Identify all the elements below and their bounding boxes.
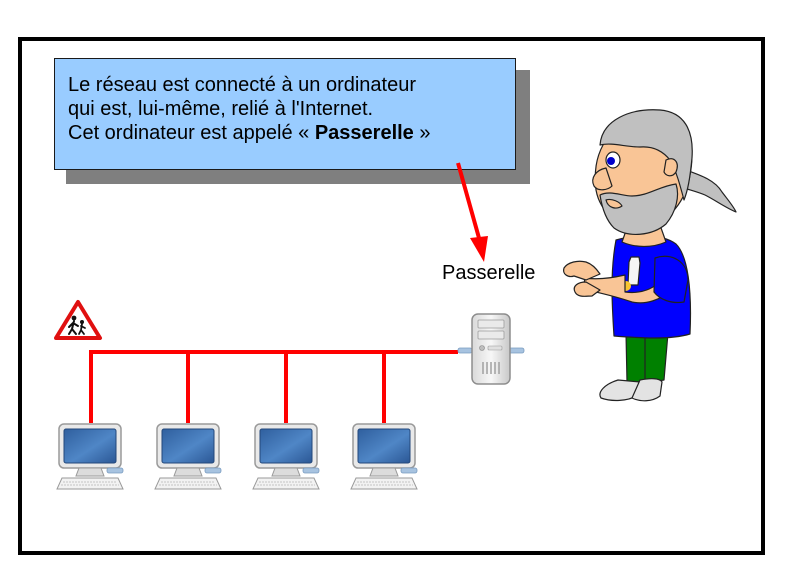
workstation-2-desktop-computer-icon — [154, 423, 222, 490]
callout-box: Le réseau est connecté à un ordinateur q… — [54, 58, 516, 170]
workstation-1-desktop-computer-icon — [56, 423, 124, 490]
workstation-3-desktop-computer-icon — [252, 423, 320, 490]
callout-line-3: Cet ordinateur est appelé « Passerelle » — [68, 121, 503, 145]
gateway-label: Passerelle — [442, 262, 536, 284]
callout-line-2: qui est, lui-même, relié à l'Internet. — [68, 98, 374, 120]
server-tower-icon — [457, 313, 525, 385]
workstation-4-desktop-computer-icon — [350, 423, 418, 490]
callout-line-3-suffix: » — [413, 122, 431, 144]
callout-line-1: Le réseau est connecté à un ordinateur — [68, 74, 417, 96]
bearded-man-cartoon-icon — [563, 109, 737, 402]
network-bus-cable — [89, 350, 458, 423]
arrow-down-icon — [456, 162, 488, 262]
callout-line-3-prefix: Cet ordinateur est appelé « — [68, 122, 315, 144]
callout-keyword: Passerelle — [314, 122, 414, 144]
children-crossing-warning-icon — [54, 300, 102, 340]
